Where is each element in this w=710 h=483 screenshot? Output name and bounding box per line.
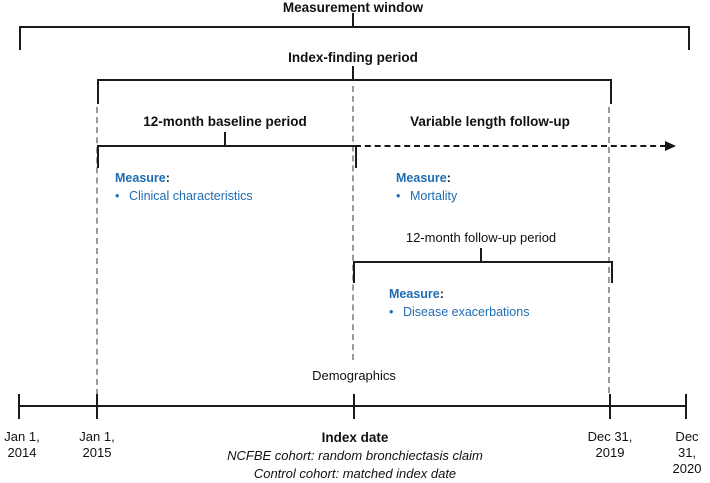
- index-finding-label: Index-finding period: [288, 50, 418, 65]
- followup-period-tick: [480, 248, 482, 261]
- date-label-dec-2020: Dec 31, 2020: [673, 429, 702, 477]
- date-line2: 2015: [82, 445, 112, 460]
- measure-heading: Measure:: [389, 285, 529, 303]
- dashed-line-index-date: [352, 86, 354, 360]
- measure-item-mortality: • Mortality: [396, 187, 457, 205]
- date-label-dec-2019: Dec 31, 2019: [588, 429, 633, 461]
- measurement-window-tick: [352, 13, 354, 26]
- baseline-measure-block: Measure: • Clinical characteristics: [115, 169, 253, 205]
- date-line1: Jan 1,: [79, 429, 115, 444]
- arrow-right-icon: [665, 141, 676, 151]
- measure-item-clinical-characteristics: • Clinical characteristics: [115, 187, 253, 205]
- date-label-jan-2015: Jan 1, 2015: [79, 429, 114, 461]
- index-finding-tick: [352, 66, 354, 79]
- date-label-jan-2014: Jan 1, 2014: [4, 429, 39, 461]
- timeline-tick-dec-2020: [685, 394, 687, 419]
- measure-heading: Measure:: [396, 169, 457, 187]
- dashed-line-dec-2019: [608, 107, 610, 393]
- variable-followup-label: Variable length follow-up: [410, 114, 570, 129]
- demographics-label: Demographics: [312, 368, 396, 383]
- measure-colon: :: [446, 171, 451, 185]
- measure-heading: Measure:: [115, 169, 253, 187]
- measurement-window-bracket: [19, 26, 690, 50]
- date-line1: Dec 31,: [675, 429, 699, 460]
- bullet-icon: •: [389, 305, 394, 319]
- timeline-tick-jan-2014: [18, 394, 20, 419]
- bullet-icon: •: [396, 189, 401, 203]
- baseline-period-bracket: [97, 145, 357, 168]
- measure-word: Measure: [115, 171, 166, 185]
- index-date-title: Index date: [321, 430, 389, 445]
- measure-item-text: Clinical characteristics: [129, 189, 253, 203]
- index-date-label-block: Index date NCFBE cohort: random bronchie…: [227, 429, 483, 483]
- measure-word: Measure: [389, 287, 440, 301]
- measure-item-text: Disease exacerbations: [403, 305, 530, 319]
- index-date-note-ncfbe: NCFBE cohort: random bronchiectasis clai…: [227, 448, 483, 463]
- measure-word: Measure: [396, 171, 447, 185]
- variable-followup-dashed-line: [355, 145, 666, 147]
- measurement-window-label: Measurement window: [282, 0, 424, 15]
- date-line2: 2014: [7, 445, 37, 460]
- baseline-period-label: 12-month baseline period: [143, 114, 307, 129]
- timeline-axis: [18, 405, 687, 407]
- measure-item-text: Mortality: [410, 189, 458, 203]
- date-line2: 2020: [672, 461, 702, 476]
- index-finding-bracket: [97, 79, 612, 104]
- measure-item-disease-exacerbations: • Disease exacerbations: [389, 303, 529, 321]
- timeline-tick-dec-2019: [609, 394, 611, 419]
- timeline-tick-jan-2015: [96, 394, 98, 419]
- measure-colon: :: [439, 287, 444, 301]
- timeline-tick-index-date: [353, 394, 355, 419]
- followup-measure-block: Measure: • Disease exacerbations: [389, 285, 529, 321]
- bullet-icon: •: [115, 189, 120, 203]
- baseline-period-tick: [224, 132, 226, 145]
- followup-period-bracket: [353, 261, 613, 283]
- index-date-note-control: Control cohort: matched index date: [253, 466, 457, 481]
- measure-colon: :: [165, 171, 170, 185]
- date-line1: Dec 31,: [587, 429, 633, 444]
- dashed-line-jan-2015: [96, 107, 98, 395]
- followup-period-label: 12-month follow-up period: [405, 230, 557, 245]
- date-line1: Jan 1,: [4, 429, 40, 444]
- date-line2: 2019: [595, 445, 625, 460]
- variable-followup-measure-block: Measure: • Mortality: [396, 169, 457, 205]
